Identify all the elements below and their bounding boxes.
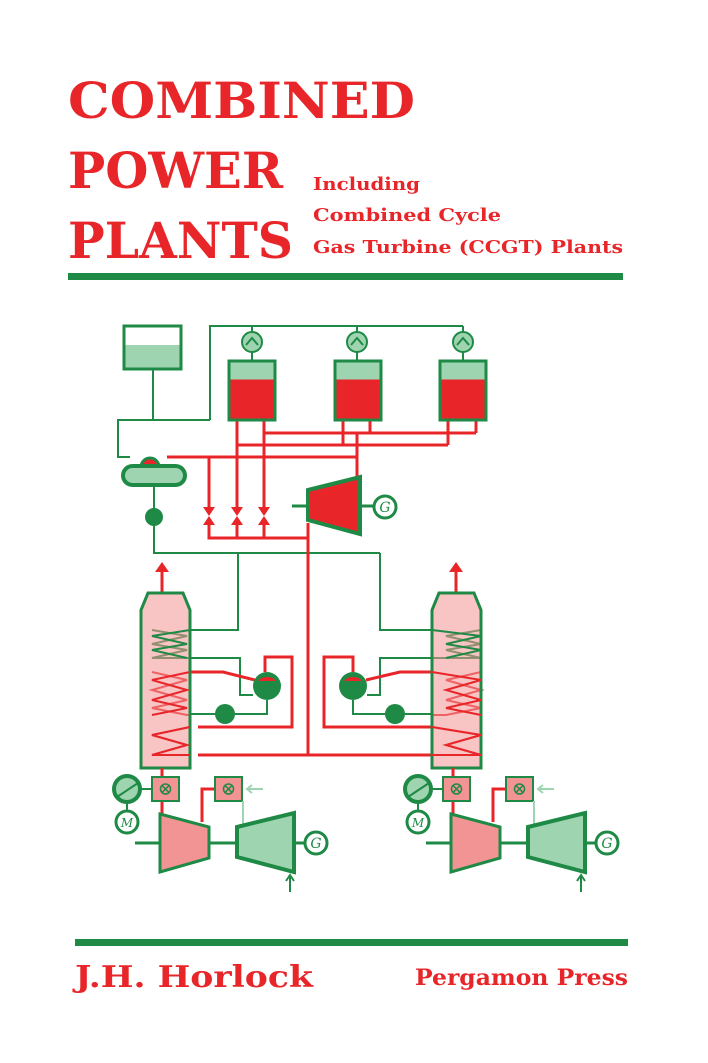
generator-icon xyxy=(303,830,329,856)
fan-icon xyxy=(403,774,433,804)
power-plant-diagram: G xyxy=(112,324,620,892)
generator-icon xyxy=(594,830,620,856)
boiler-drums xyxy=(227,359,488,422)
generator-label: G xyxy=(601,836,612,852)
motor-icon xyxy=(405,809,431,835)
subtitle-line-3: Gas Turbine (CCGT) Plants xyxy=(313,237,623,258)
steam-turbine xyxy=(306,474,362,537)
bottom-divider xyxy=(75,939,628,946)
title-line-1: COMBINED xyxy=(68,71,415,130)
gas-turbine-set-right: M G xyxy=(403,768,620,892)
motor-label: M xyxy=(411,816,425,830)
compressor xyxy=(158,812,211,874)
subtitle-line-2: Combined Cycle xyxy=(313,205,501,226)
hrsg-drums xyxy=(215,672,405,724)
hrsg-right xyxy=(430,562,483,770)
author-name: J.H. Horlock xyxy=(72,960,315,995)
heat-exchanger-coils xyxy=(151,629,482,756)
generator-icon xyxy=(372,494,398,520)
motor-icon xyxy=(114,809,140,835)
title-line-3: PLANTS xyxy=(68,211,293,270)
burner-box xyxy=(151,776,180,802)
generator-label: G xyxy=(310,836,321,852)
fan-icon xyxy=(112,774,142,804)
generator-label: G xyxy=(379,500,390,516)
gas-turbine xyxy=(526,810,587,875)
gas-turbine-set-left: M G xyxy=(112,768,329,892)
pump-icons xyxy=(241,331,474,353)
top-divider xyxy=(68,273,623,280)
tank-water-level xyxy=(125,345,180,368)
motor-label: M xyxy=(120,816,134,830)
valve-icons xyxy=(203,507,270,525)
gas-turbine xyxy=(235,810,296,875)
title-line-2: POWER xyxy=(68,141,283,200)
deaerator xyxy=(121,456,187,487)
publisher-name: Pergamon Press xyxy=(415,965,628,991)
hrsg-left xyxy=(139,562,192,770)
feed-pump-icon xyxy=(145,508,163,526)
compressor xyxy=(449,812,502,874)
subtitle-line-1: Including xyxy=(313,174,420,195)
